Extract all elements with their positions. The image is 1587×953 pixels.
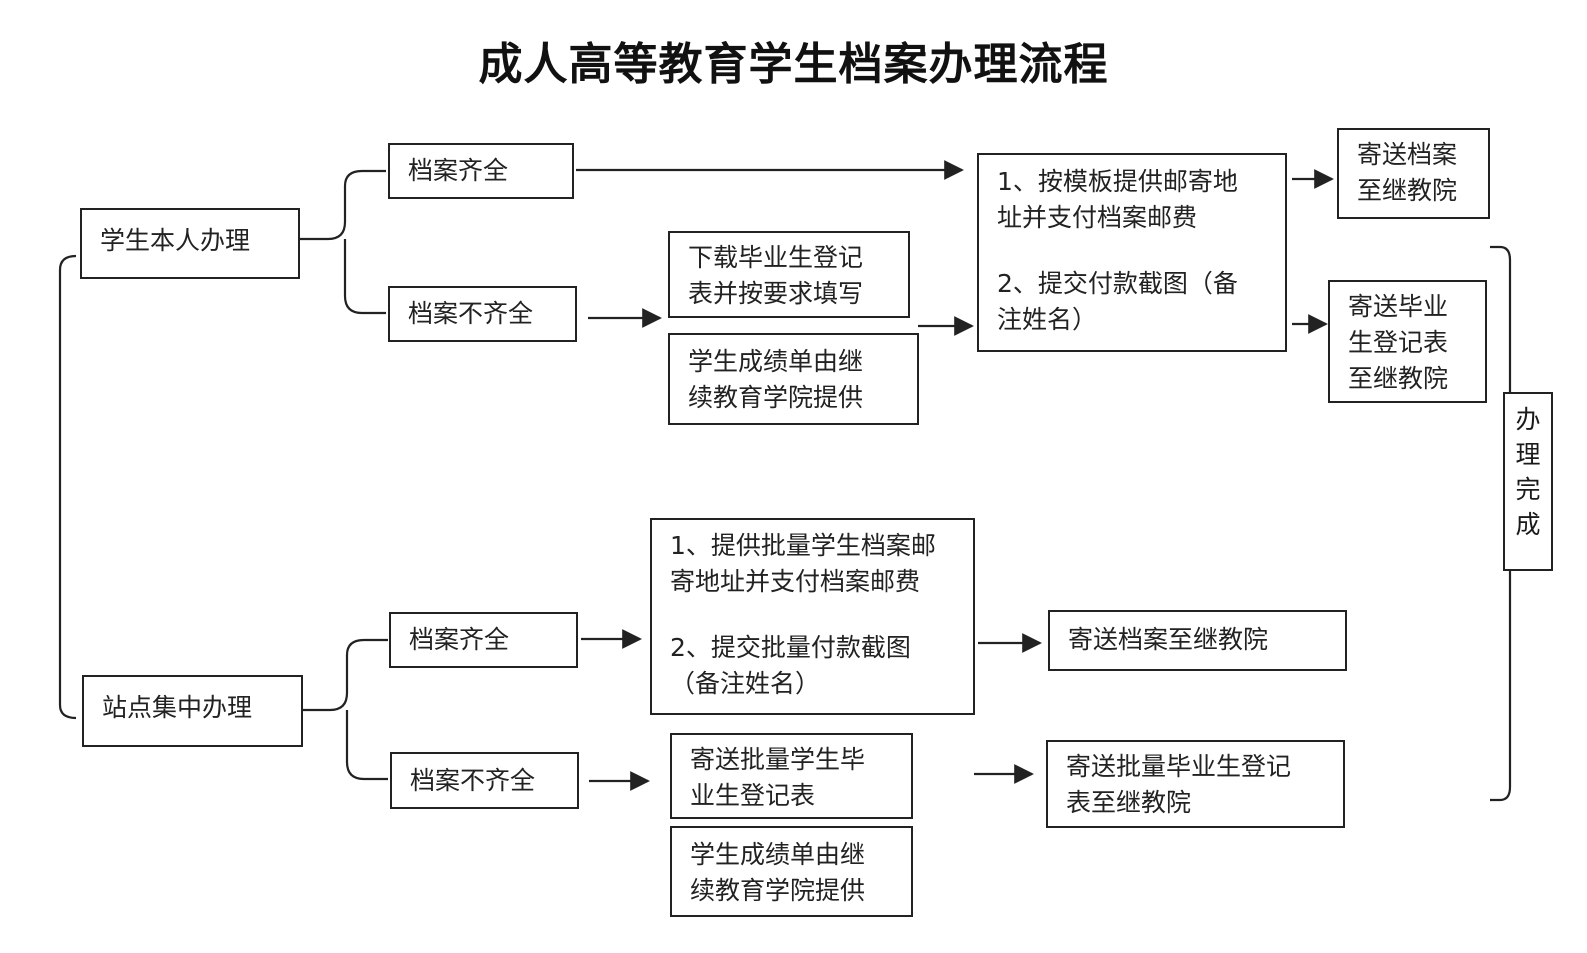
self-transcript-box: 学生成绩单由继 续教育学院提供: [668, 333, 919, 425]
self-incomplete-box: 档案不齐全: [388, 286, 577, 342]
station-send-form-box: 寄送批量毕业生登记 表至继教院: [1046, 740, 1345, 828]
main-bracket: [58, 254, 77, 720]
station-box: 站点集中办理: [82, 675, 303, 747]
station-steps-box: 1、提供批量学生档案邮 寄地址并支付档案邮费 2、提交批量付款截图 （备注姓名）: [650, 518, 975, 715]
self-complete-box: 档案齐全: [388, 143, 574, 199]
station-transcript-box: 学生成绩单由继 续教育学院提供: [670, 826, 913, 917]
station-incomplete-box: 档案不齐全: [390, 752, 579, 809]
page-title: 成人高等教育学生档案办理流程: [478, 39, 1109, 90]
self-box: 学生本人办理: [80, 208, 300, 279]
self-send-archive-box: 寄送档案 至继教院: [1337, 128, 1490, 219]
done-box: 办 理 完 成: [1503, 392, 1553, 571]
self-download-box: 下载毕业生登记 表并按要求填写: [668, 231, 910, 318]
self-send-form-box: 寄送毕业 生登记表 至继教院: [1328, 280, 1487, 403]
done-bracket: [1490, 245, 1512, 393]
self-bracket: [300, 169, 386, 241]
station-send-batch-box: 寄送批量学生毕 业生登记表: [670, 733, 913, 819]
self-steps-box: 1、按模板提供邮寄地 址并支付档案邮费 2、提交付款截图（备 注姓名）: [977, 153, 1287, 352]
station-bracket: [302, 638, 388, 712]
station-complete-box: 档案齐全: [389, 612, 578, 668]
station-send-archive-box: 寄送档案至继教院: [1048, 610, 1347, 671]
